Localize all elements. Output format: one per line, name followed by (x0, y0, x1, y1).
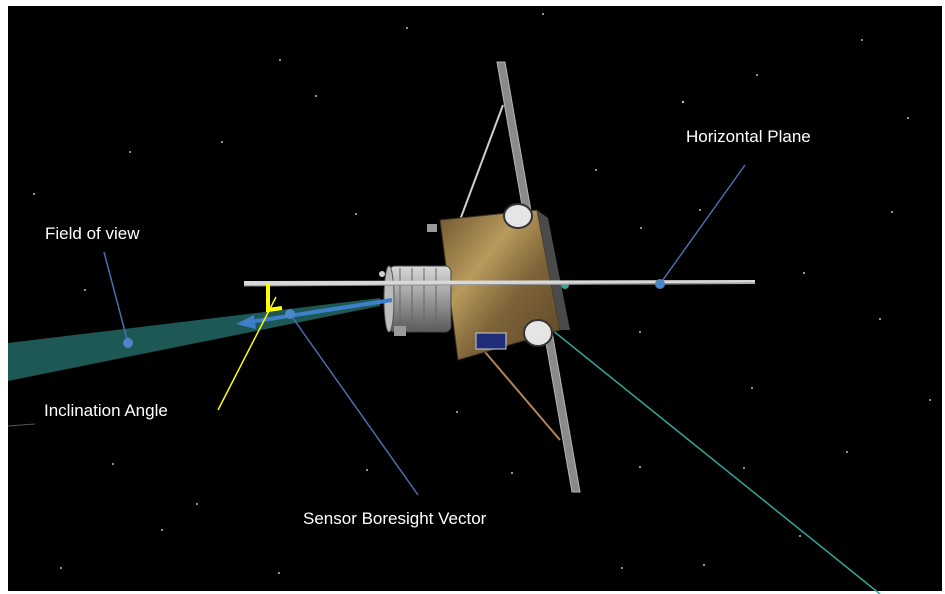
dot-marker-icon (285, 309, 295, 319)
inclination-angle-label: Inclination Angle (44, 401, 168, 420)
inclination-arc (217, 283, 283, 411)
field-of-view-leader (103, 251, 129, 344)
stars (33, 13, 931, 574)
dot-marker-icon (655, 279, 665, 289)
sensor-boresight-vector-label: Sensor Boresight Vector (303, 509, 487, 528)
dot-marker-icon (123, 338, 133, 348)
boresight-vector-arrow (249, 298, 393, 324)
horizontal-plane-label: Horizontal Plane (686, 127, 811, 146)
blue-panel (475, 332, 507, 350)
sensor-instrument (388, 265, 452, 333)
field-of-view-cone (8, 298, 380, 381)
field-of-view-label: Field of view (45, 224, 140, 243)
boresight-leader (289, 313, 419, 496)
spacecraft-icon (379, 61, 581, 493)
horizontal-plane-leader (659, 164, 746, 285)
green-beam (489, 279, 881, 594)
horizontal-plane-boom (244, 280, 755, 286)
